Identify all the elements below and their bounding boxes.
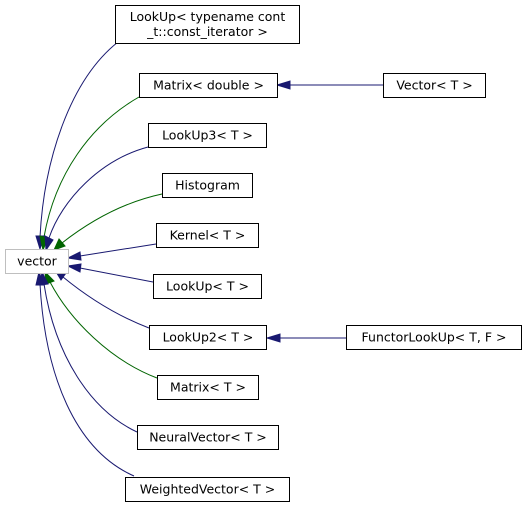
arrowhead-functor-lookup bbox=[265, 333, 281, 343]
node-functor-lookup-label: FunctorLookUp< T, F > bbox=[362, 330, 507, 345]
node-vector-t[interactable]: Vector< T > bbox=[383, 73, 486, 98]
node-vector[interactable]: vector bbox=[5, 249, 69, 274]
arrowhead-kernel bbox=[66, 251, 82, 261]
node-matrix-t[interactable]: Matrix< T > bbox=[157, 375, 259, 400]
edge-vector-lookup-const bbox=[39, 41, 119, 238]
edge-vector-neural-vector bbox=[43, 283, 138, 433]
node-lookup2[interactable]: LookUp2< T > bbox=[149, 325, 267, 350]
arrowheads bbox=[35, 80, 291, 343]
node-functor-lookup[interactable]: FunctorLookUp< T, F > bbox=[346, 325, 522, 350]
node-weighted-vector-label: WeightedVector< T > bbox=[140, 482, 276, 497]
edges bbox=[39, 41, 383, 477]
edge-vector-lookup3 bbox=[48, 146, 149, 239]
node-matrix-double-label: Matrix< double > bbox=[153, 78, 264, 93]
node-matrix-double[interactable]: Matrix< double > bbox=[139, 73, 278, 98]
node-lookup-const-iterator[interactable]: LookUp< typename cont _t::const_iterator… bbox=[115, 5, 300, 44]
node-histogram-label: Histogram bbox=[175, 178, 240, 193]
edge-vector-lookup bbox=[79, 267, 154, 283]
node-vector-label: vector bbox=[17, 254, 58, 269]
arrowhead-weighted-vector bbox=[35, 270, 45, 286]
node-lookup[interactable]: LookUp< T > bbox=[153, 274, 262, 299]
node-vector-t-label: Vector< T > bbox=[396, 78, 472, 93]
node-weighted-vector[interactable]: WeightedVector< T > bbox=[125, 477, 290, 502]
node-lookup-const-iterator-label-line1: LookUp< typename cont bbox=[130, 9, 286, 24]
arrowhead-vector-t bbox=[275, 80, 291, 90]
node-neural-vector-label: NeuralVector< T > bbox=[149, 430, 267, 445]
edge-vector-kernel bbox=[79, 243, 157, 257]
arrowhead-lookup bbox=[66, 263, 82, 273]
node-kernel-label: Kernel< T > bbox=[170, 228, 246, 243]
node-matrix-t-label: Matrix< T > bbox=[170, 380, 246, 395]
node-histogram[interactable]: Histogram bbox=[162, 173, 253, 198]
node-neural-vector[interactable]: NeuralVector< T > bbox=[137, 425, 279, 450]
edge-vector-histogram bbox=[61, 193, 163, 244]
arrowhead-histogram bbox=[53, 238, 66, 251]
edge-vector-weighted-vector bbox=[39, 283, 135, 477]
edge-vector-matrix-double bbox=[43, 96, 140, 238]
node-lookup3-label: LookUp3< T > bbox=[162, 128, 253, 143]
node-lookup-const-iterator-label-line2: _t::const_iterator > bbox=[146, 24, 268, 39]
arrowhead-lookup3 bbox=[44, 235, 54, 252]
edge-vector-matrix-t bbox=[49, 281, 158, 379]
edge-vector-lookup2 bbox=[62, 276, 150, 329]
node-lookup-label: LookUp< T > bbox=[166, 279, 249, 294]
node-lookup2-label: LookUp2< T > bbox=[163, 330, 254, 345]
node-kernel[interactable]: Kernel< T > bbox=[156, 223, 259, 248]
node-lookup3[interactable]: LookUp3< T > bbox=[148, 123, 267, 148]
